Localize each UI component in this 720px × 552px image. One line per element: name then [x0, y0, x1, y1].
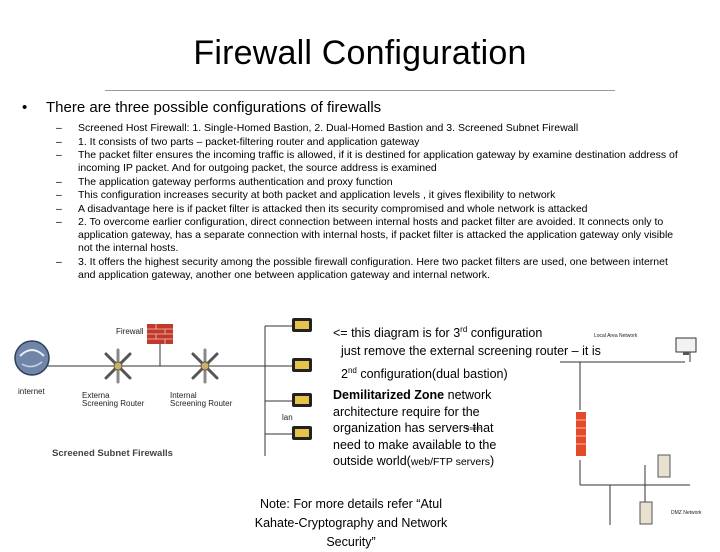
- diagram-note-line1: <= this diagram is for 3rd configuration: [333, 320, 542, 343]
- lan-label: lan: [282, 413, 293, 422]
- dmz-description-text: network architecture require for the org…: [333, 388, 497, 468]
- sub-bullet-item: – This configuration increases security a…: [56, 189, 684, 202]
- sub-bullet-text: A disadvantage here is if packet filter …: [78, 202, 588, 215]
- dash-marker: –: [56, 175, 62, 188]
- internet-globe-icon: [14, 340, 50, 376]
- sub-bullet-text: 1. It consists of two parts – packet-fil…: [78, 135, 420, 148]
- dash-marker: –: [56, 189, 62, 201]
- dash-marker: –: [56, 255, 62, 268]
- line3-sup: nd: [347, 366, 357, 375]
- diagram-note-line3: 2nd configuration(dual bastion): [341, 361, 508, 384]
- screened-subnet-svg: [14, 318, 312, 456]
- sub-bullet-item: – 1. It consists of two parts – packet-fi…: [56, 136, 684, 149]
- diagram-caption: Screened Subnet Firewalls: [52, 448, 173, 459]
- dash-marker: –: [56, 216, 62, 228]
- dmz-description: Demilitarized Zone network architecture …: [333, 387, 523, 471]
- line1-sup: rd: [460, 325, 468, 334]
- local-area-network-label: Local Area Network: [594, 333, 638, 339]
- dmz-closing-text: ): [490, 454, 495, 468]
- dmz-server-icon: [639, 454, 671, 525]
- dash-marker: –: [56, 135, 62, 148]
- sub-bullet-item: – 3. It offers the highest security among…: [56, 256, 684, 282]
- dmz-diagram-svg: [560, 337, 697, 525]
- diagram-note-line2: just remove the external screening route…: [341, 344, 601, 358]
- line1-post-text: configuration: [467, 326, 543, 341]
- internal-router-icon: [191, 348, 219, 384]
- dmz-firewall-icon: [576, 412, 586, 456]
- sub-bullet-item: – Screened Host Firewall: 1. Single-Homed…: [56, 122, 684, 135]
- sub-bullet-text: This configuration increases security at…: [78, 189, 556, 201]
- sub-bullet-item: – The packet filter ensures the incoming …: [56, 149, 684, 175]
- dmz-network-label: DMZ Network: [671, 510, 702, 516]
- external-router-label: Externa Screening Router: [82, 391, 145, 408]
- internal-router-label: Internal Screening Router: [170, 391, 233, 408]
- sub-bullet-text: 3. It offers the highest security among …: [78, 255, 668, 281]
- main-bullet-text: There are three possible configurations …: [46, 99, 382, 116]
- sub-bullet-text: The packet filter ensures the incoming t…: [78, 149, 678, 174]
- sub-bullet-text: The application gateway performs authent…: [78, 175, 393, 188]
- internet-label: internet: [18, 387, 45, 396]
- dmz-small-text: web/FTP servers: [410, 456, 490, 468]
- line3-pre-text: 2: [341, 367, 348, 382]
- dash-marker: –: [56, 122, 62, 134]
- dmz-bold-text: Demilitarized Zone: [333, 388, 445, 402]
- sub-bullet-text: 2. To overcome earlier configuration, di…: [78, 216, 674, 254]
- external-router-icon: [104, 348, 132, 384]
- sub-bullet-list: – Screened Host Firewall: 1. Single-Homed…: [56, 122, 684, 282]
- sub-bullet-text: Screened Host Firewall: 1. Single-Homed …: [78, 122, 579, 134]
- sub-bullet-item: – The application gateway performs authen…: [56, 176, 684, 189]
- screened-subnet-diagram: Firewall internet Externa Screening Rout…: [0, 306, 334, 472]
- dash-marker: –: [56, 149, 62, 161]
- line1-pre-text: <= this diagram is for 3: [333, 326, 461, 341]
- dash-marker: –: [56, 202, 62, 215]
- router-label: Router: [466, 426, 482, 432]
- title-divider: [105, 90, 615, 91]
- line3-post-text: configuration(dual bastion): [356, 367, 508, 382]
- reference-note: Note: For more details refer “Atul Kahat…: [254, 497, 448, 549]
- page-title: Firewall Configuration: [193, 34, 527, 72]
- sub-bullet-item: – 2. To overcome earlier configuration, d…: [56, 216, 684, 255]
- dmz-monitor-icon: [675, 337, 697, 355]
- firewall-label: Firewall: [116, 327, 144, 336]
- sub-bullet-item: – A disadvantage here is if packet filter…: [56, 203, 684, 216]
- lan-computer-icon: [292, 318, 312, 440]
- main-bullet: •: [22, 99, 28, 116]
- firewall-brick-icon: [147, 324, 173, 344]
